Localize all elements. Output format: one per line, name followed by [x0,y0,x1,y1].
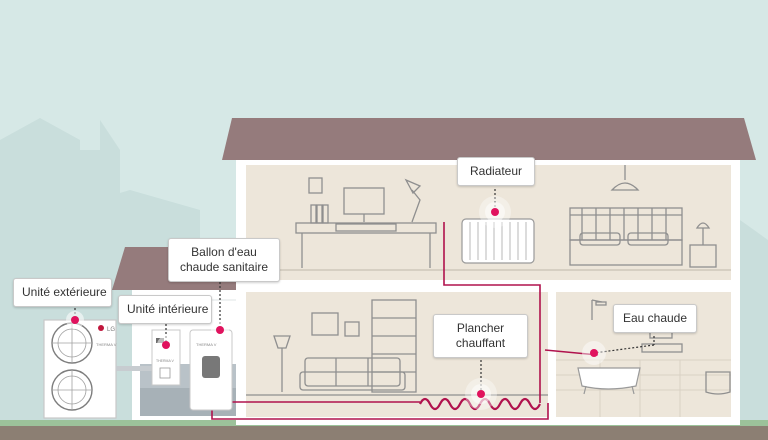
floor-heating-coil-icon [419,397,541,411]
label-radiator: Radiateur [457,157,535,186]
outdoor-model-text: THERMA V [96,342,117,347]
outdoor-brand-text: LG [107,327,115,333]
label-tank-line1: Ballon d'eau [191,245,257,259]
label-tank-line2: chaude sanitaire [179,260,269,274]
living-room-furniture [246,299,548,396]
label-floor-heating: Plancher chauffant [433,314,528,358]
label-floor-line2: chauffant [455,336,506,350]
label-hot-water: Eau chaude [613,304,697,333]
hotspot-markers [66,196,606,410]
label-radiator-text: Radiateur [469,164,523,178]
tank-model-text: THERMA V [196,342,217,347]
fan-unit-icon: LG THERMA V [43,319,117,419]
label-outdoor-unit: Unité extérieure [13,278,112,307]
label-outdoor-unit-text: Unité extérieure [22,285,107,299]
label-floor-line1: Plancher [456,321,505,335]
label-hot-water-text: Eau chaude [622,311,688,325]
indoor-model-text: THERMA V [156,359,175,363]
refrigerant-pipe [116,366,152,371]
bathtub-icon [577,367,641,395]
label-hot-water-tank: Ballon d'eau chaude sanitaire [168,238,280,282]
label-indoor-unit: Unité intérieure [118,295,212,324]
main-house [222,118,756,425]
radiator-icon [461,218,535,264]
ground [0,426,768,440]
water-tank-icon: THERMA V [189,329,233,411]
upper-room-furniture [295,165,717,268]
label-indoor-unit-text: Unité intérieure [127,302,209,316]
